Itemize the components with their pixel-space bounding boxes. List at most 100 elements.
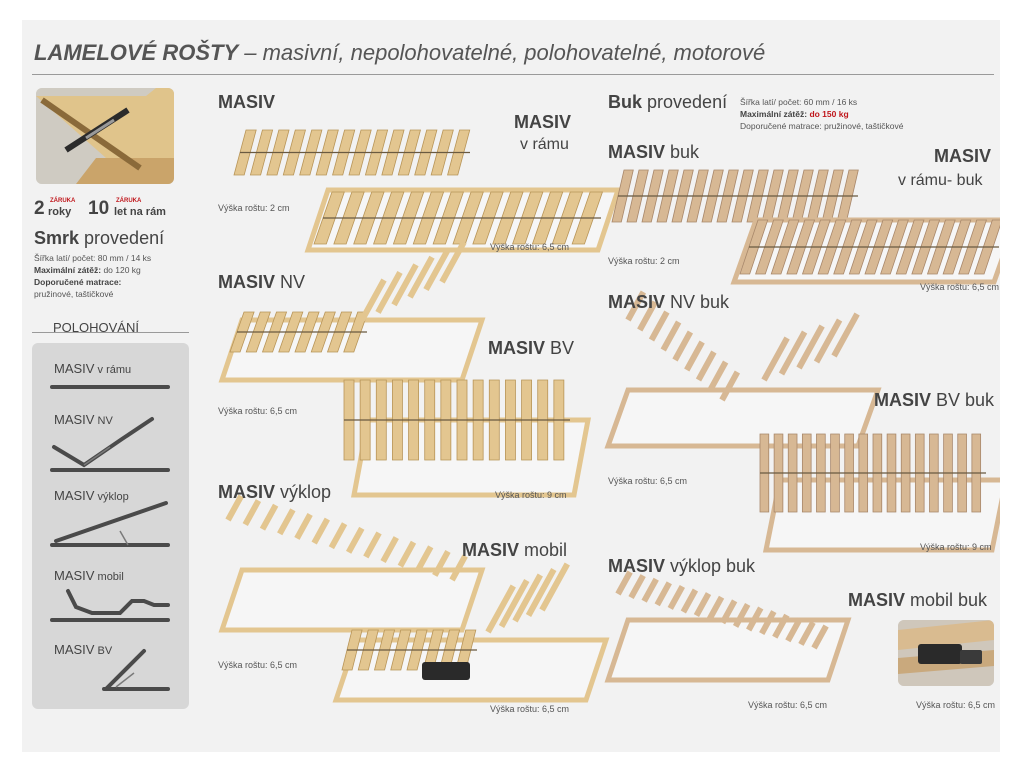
masiv-ram-height: Výška roštu: 6,5 cm (490, 242, 570, 252)
diagram-bv-frame (104, 649, 146, 691)
masiv-mobil-height: Výška roštu: 6,5 cm (490, 704, 570, 714)
buk-spec-mattress: Doporučené matrace: pružinové, taštičkov… (740, 121, 904, 131)
position-nv-bold: MASIV (54, 412, 95, 427)
masiv-ram-bold: MASIV (514, 112, 572, 132)
masiv-ram-buk-height: Výška roštu: 6,5 cm (920, 282, 1000, 292)
slats-masiv-nv-head (359, 240, 467, 322)
masiv-mobil-heading: MASIV mobil (462, 540, 567, 561)
title-divider (32, 74, 994, 75)
smrk-spec-load: Maximální zátěž: do 120 kg (34, 264, 184, 276)
masiv-heading: MASIV (218, 92, 275, 113)
masiv-vyklop-buk-heading: MASIV výklop buk (608, 556, 755, 577)
buk-bold: Buk (608, 92, 643, 112)
frame-masiv-bv (350, 417, 592, 498)
motor-illustration (898, 620, 994, 686)
masiv-mobil-buk-rest: mobil buk (905, 590, 988, 610)
position-ram-label: MASIV v rámu (54, 361, 131, 376)
position-bv-label: MASIV BV (54, 642, 112, 657)
slats-masiv-vyklop (225, 494, 468, 582)
masiv-buk-heading: MASIV buk (608, 142, 699, 163)
diagram-vyklop-frame (54, 501, 168, 543)
masiv-vyklop-heading: MASIV výklop (218, 482, 331, 503)
masiv-vyklop-rest: výklop (275, 482, 332, 502)
buk-rest: provedení (642, 92, 728, 112)
positions-panel: MASIV v rámu MASIV NV MASIV výklop MASIV… (32, 343, 189, 709)
buk-heading: Buk provedení (608, 92, 727, 113)
position-ram-rest: v rámu (94, 364, 132, 376)
smrk-spec-mattress-value: pružinové, taštičkové (34, 289, 114, 299)
masiv-bv-height: Výška roštu: 9 cm (495, 490, 567, 500)
masiv-bv-buk-rest: BV buk (931, 390, 995, 410)
masiv-buk-bold: MASIV (608, 142, 666, 162)
masiv-ram-rest: v rámu (520, 136, 569, 153)
masiv-nv-buk-bold: MASIV (608, 292, 666, 312)
positions-title: POLOHOVÁNÍ (53, 320, 139, 335)
frame-masiv-vyklop (218, 567, 486, 633)
masiv-bv-bold: MASIV (488, 338, 546, 358)
title-bold: LAMELOVÉ ROŠTY (34, 40, 239, 65)
position-bv-rest: BV (94, 645, 113, 657)
smrk-spec-load-label: Maximální zátěž: (34, 265, 102, 275)
masiv-mobil-buk-height: Výška roštu: 6,5 cm (916, 700, 996, 710)
position-mobil-label: MASIV mobil (54, 568, 124, 583)
positions-diagrams (50, 385, 170, 691)
slats-masiv-bv (343, 379, 570, 461)
smrk-spec-load-value: do 120 kg (101, 265, 141, 275)
product-illustrations (218, 129, 1000, 703)
slats-masiv-ram-buk (739, 219, 1000, 275)
slats-masiv-mobil-head (485, 562, 570, 634)
masiv-bv-rest: BV (545, 338, 575, 358)
buk-specs: Šířka latí/ počet: 60 mm / 16 ks Maximál… (740, 96, 903, 132)
position-mobil-bold: MASIV (54, 568, 95, 583)
detail-photo-lift-mechanism (36, 88, 174, 184)
position-bv-bold: MASIV (54, 642, 95, 657)
warranty-2-number: 2 (34, 198, 45, 219)
masiv-nv-rest: NV (275, 272, 306, 292)
position-nv-rest: NV (94, 415, 113, 427)
smrk-rest: provedení (79, 228, 165, 248)
buk-spec-load-label: Maximální zátěž: (740, 109, 808, 119)
masiv-buk-height: Výška roštu: 2 cm (608, 256, 680, 266)
warranty-10-unit: let na rám (114, 206, 166, 218)
warranty-2-unit: roky (48, 206, 72, 218)
diagram-mobil-frame (66, 589, 170, 615)
buk-spec-load: Maximální zátěž: do 150 kg (740, 108, 903, 120)
smrk-specs: Šířka latí/ počet: 80 mm / 14 ks Maximál… (34, 252, 184, 300)
position-nv-label: MASIV NV (54, 412, 113, 427)
catalog-page: LAMELOVÉ ROŠTY – masivní, nepolohovateln… (22, 20, 1000, 752)
page-title: LAMELOVÉ ROŠTY – masivní, nepolohovateln… (34, 40, 765, 66)
positions-divider (32, 332, 189, 333)
slats-masiv-ram (313, 191, 604, 245)
slats-masiv-bv-buk (759, 433, 986, 513)
masiv-mobil-buk-bold: MASIV (848, 590, 906, 610)
masiv-nv-heading: MASIV NV (218, 272, 305, 293)
slats-masiv-mobil-flat (341, 629, 477, 671)
smrk-spec-mattress-label: Doporučené matrace: (34, 277, 122, 287)
smrk-spec-width: Šířka latí/ počet: 80 mm / 14 ks (34, 253, 152, 263)
masiv-vyklop-bold: MASIV (218, 482, 276, 502)
position-mobil-rest: mobil (94, 571, 124, 583)
lift-mechanism-illustration (36, 88, 174, 184)
warranty-10-number: 10 (88, 198, 110, 219)
slats-masiv-vyklop-buk (615, 570, 829, 650)
buk-spec-width: Šířka latí/ počet: 60 mm / 16 ks (740, 97, 858, 107)
smrk-bold: Smrk (34, 228, 80, 248)
position-ram-bold: MASIV (54, 361, 95, 376)
masiv-ram-buk-rest: v rámu- buk (898, 172, 983, 189)
masiv-ram-buk-bold: MASIV (934, 146, 992, 166)
masiv-bv-buk-heading: MASIV BV buk (874, 390, 994, 411)
masiv-nv-buk-heading: MASIV NV buk (608, 292, 729, 313)
masiv-bv-buk-bold: MASIV (874, 390, 932, 410)
warranty-2-label: ZÁRUKA (50, 198, 76, 204)
masiv-bv-buk-height: Výška roštu: 9 cm (920, 542, 992, 552)
masiv-vyklop-buk-bold: MASIV (608, 556, 666, 576)
masiv-buk-rest: buk (665, 142, 700, 162)
masiv-height: Výška roštu: 2 cm (218, 203, 290, 213)
masiv-nv-buk-rest: NV buk (665, 292, 730, 312)
masiv-bv-heading: MASIV BV (488, 338, 574, 359)
motor-masiv-mobil (422, 662, 470, 680)
position-vyklop-rest: výklop (94, 491, 129, 503)
masiv-vyklop-buk-height: Výška roštu: 6,5 cm (748, 700, 828, 710)
slats-masiv (233, 129, 471, 176)
position-vyklop-bold: MASIV (54, 488, 95, 503)
